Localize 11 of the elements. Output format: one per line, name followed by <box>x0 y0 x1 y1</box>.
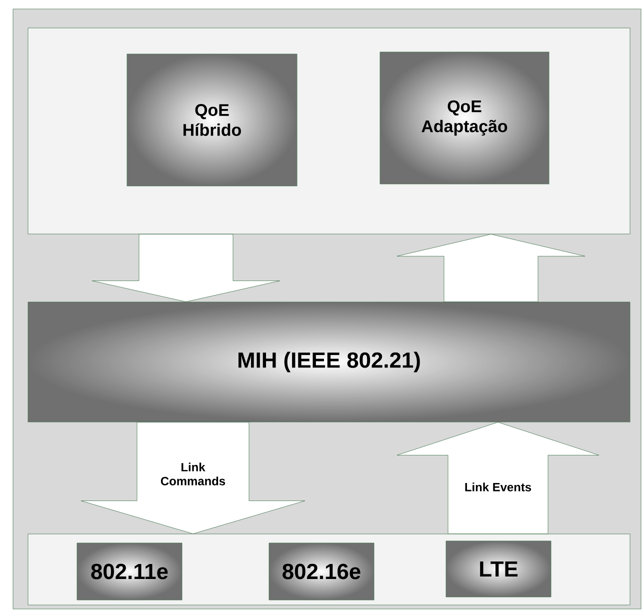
block-arrow <box>92 234 280 302</box>
edge-label: Link Events <box>463 482 533 492</box>
module-box: 802.16e <box>268 542 374 600</box>
edge-label: Link Commands <box>154 462 232 486</box>
module-box: 802.11e <box>76 542 182 600</box>
module-box: QoE Adaptação <box>380 52 550 184</box>
layer-bar: MIH (IEEE 802.21) <box>28 302 630 422</box>
block-arrow <box>396 422 600 534</box>
module-box: LTE <box>446 540 552 598</box>
module-box: QoE Híbrido <box>126 54 298 186</box>
block-arrow <box>396 234 586 302</box>
